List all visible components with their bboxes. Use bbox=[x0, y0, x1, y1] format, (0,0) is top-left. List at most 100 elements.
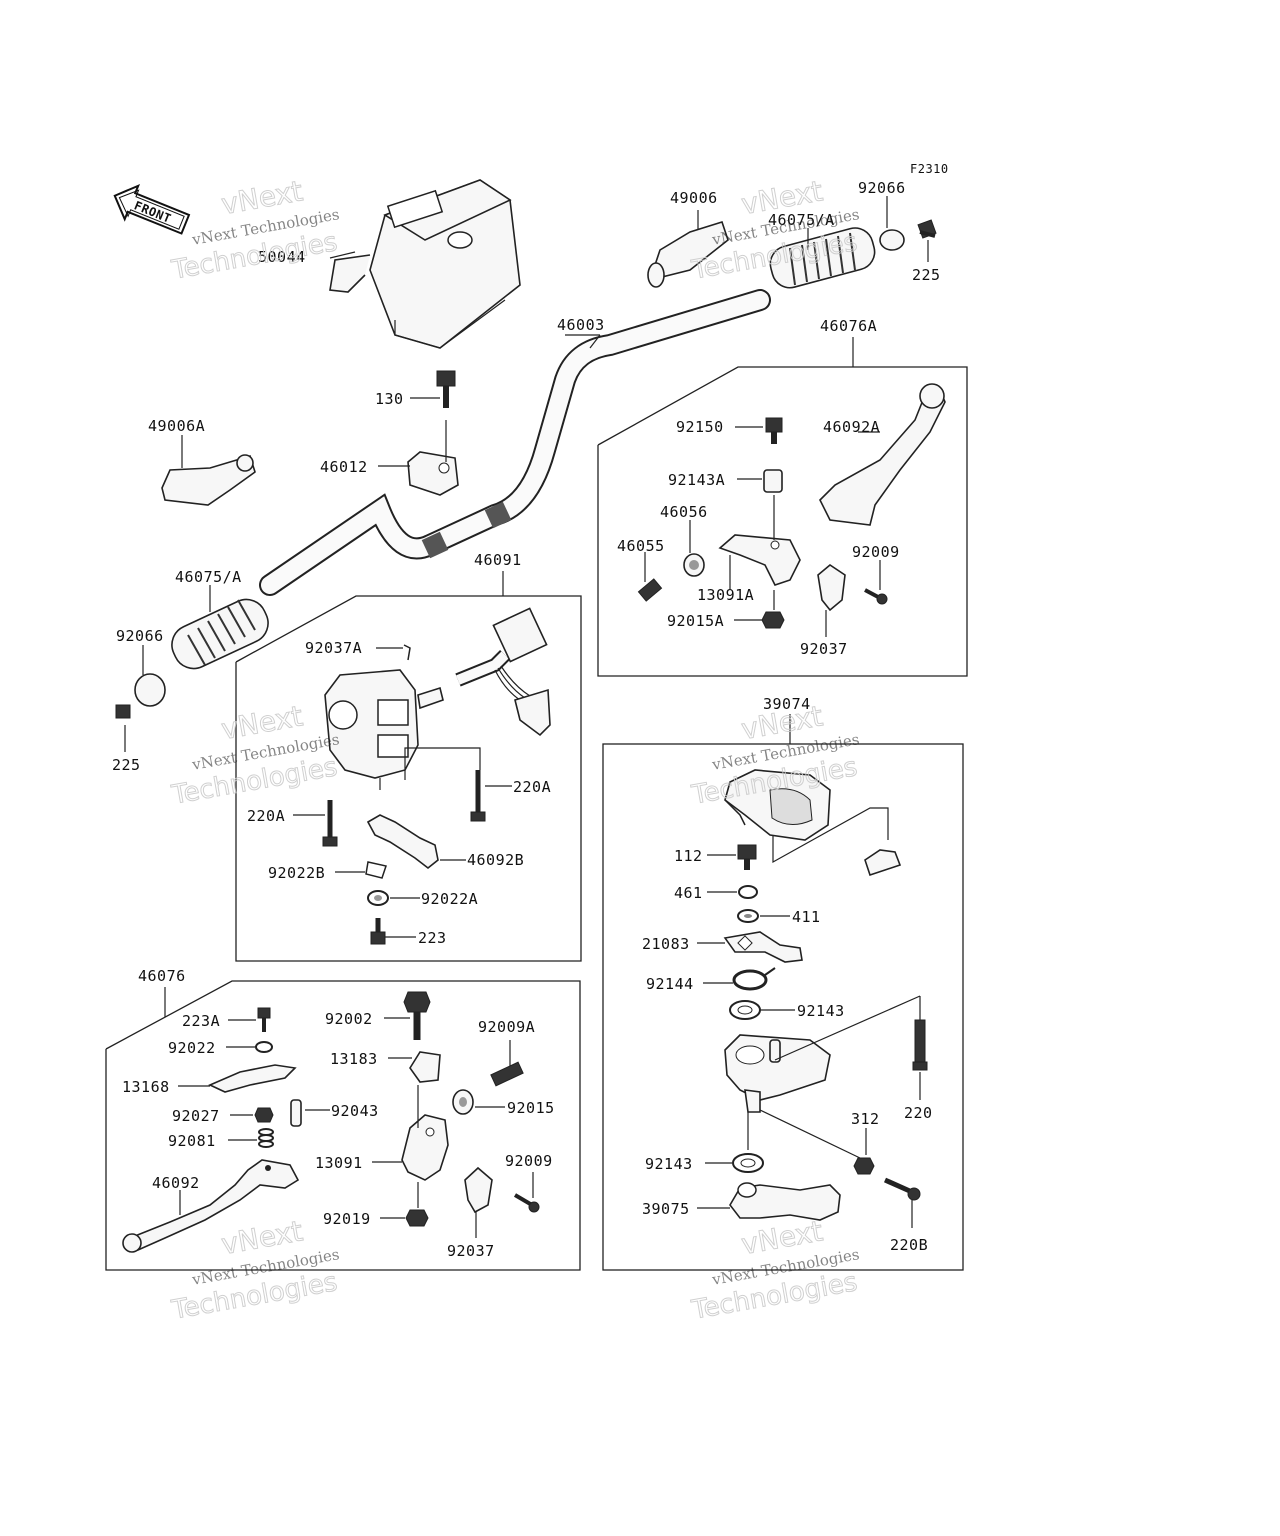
handlebar-cover-50044 bbox=[329, 179, 521, 349]
label-225-top: 225 bbox=[912, 266, 941, 284]
label-92019: 92019 bbox=[323, 1210, 371, 1228]
bracket-13183 bbox=[409, 1051, 441, 1083]
part-49006A bbox=[161, 454, 256, 506]
label-92002: 92002 bbox=[325, 1010, 373, 1028]
label-13168: 13168 bbox=[122, 1078, 170, 1096]
label-46055: 46055 bbox=[617, 537, 665, 555]
front-arrow-icon: FRONT bbox=[113, 183, 191, 235]
knob-92015 bbox=[452, 1089, 474, 1115]
seal-92143-a bbox=[729, 1000, 761, 1020]
bolt-92009-right bbox=[864, 588, 888, 605]
label-92022: 92022 bbox=[168, 1039, 216, 1057]
nut-92015A bbox=[761, 611, 785, 629]
label-39075: 39075 bbox=[642, 1200, 690, 1218]
label-461: 461 bbox=[674, 884, 703, 902]
label-46012: 46012 bbox=[320, 458, 368, 476]
label-13091: 13091 bbox=[315, 1154, 363, 1172]
box-46076A bbox=[597, 366, 968, 677]
plate-21083 bbox=[723, 931, 803, 963]
bolt-92150 bbox=[765, 417, 783, 444]
spring-92081 bbox=[258, 1128, 274, 1148]
label-46075-left: 46075/A bbox=[175, 568, 242, 586]
clip-part bbox=[864, 849, 902, 877]
end-cap-92066-top bbox=[879, 229, 905, 251]
label-92009A: 92009A bbox=[478, 1018, 535, 1036]
label-225-left: 225 bbox=[112, 756, 141, 774]
adjuster-92009A bbox=[490, 1061, 524, 1087]
label-46056: 46056 bbox=[660, 503, 708, 521]
label-220A-left: 220A bbox=[247, 807, 285, 825]
bolt-92009-bottom bbox=[513, 1193, 540, 1213]
label-46092B: 46092B bbox=[467, 851, 524, 869]
bolt-223A bbox=[257, 1007, 271, 1032]
bracket-13168 bbox=[208, 1064, 297, 1093]
label-46076: 46076 bbox=[138, 967, 186, 985]
clamp-92037-bottom bbox=[464, 1166, 493, 1214]
wire-92037A bbox=[403, 644, 411, 661]
screw-220B bbox=[883, 1177, 921, 1201]
label-92143-a: 92143 bbox=[797, 1002, 845, 1020]
label-92009-right: 92009 bbox=[852, 543, 900, 561]
label-92009-bottom: 92009 bbox=[505, 1152, 553, 1170]
box-46076 bbox=[105, 980, 581, 1271]
label-46075-top: 46075/A bbox=[768, 211, 835, 229]
label-220A-right: 220A bbox=[513, 778, 551, 796]
label-21083: 21083 bbox=[642, 935, 690, 953]
end-cap-92066-left bbox=[134, 673, 166, 707]
screw-220A-left bbox=[322, 800, 338, 847]
switch-housing-46091 bbox=[324, 669, 444, 779]
spring-92144 bbox=[732, 967, 776, 991]
part-49006 bbox=[647, 221, 729, 288]
label-92022A: 92022A bbox=[421, 890, 478, 908]
clamp-92037-right bbox=[817, 564, 846, 612]
cover-39074 bbox=[724, 769, 831, 841]
label-92066-top: 92066 bbox=[858, 179, 906, 197]
box-39074 bbox=[602, 743, 964, 1271]
seal-92143-b bbox=[732, 1153, 764, 1173]
washer-92022 bbox=[255, 1041, 273, 1053]
bolt-225-left bbox=[115, 704, 131, 719]
knob-46056 bbox=[683, 553, 705, 577]
bolt-223 bbox=[370, 918, 386, 945]
washer-92022B bbox=[365, 861, 387, 879]
label-49006A: 49006A bbox=[148, 417, 205, 435]
label-92015: 92015 bbox=[507, 1099, 555, 1117]
label-46003: 46003 bbox=[557, 316, 605, 334]
label-92022B: 92022B bbox=[268, 864, 325, 882]
label-130: 130 bbox=[375, 390, 404, 408]
screw-220A-right bbox=[470, 770, 486, 822]
holder-46012 bbox=[407, 451, 459, 496]
washer-411 bbox=[737, 909, 759, 923]
nut-92019 bbox=[405, 1209, 429, 1227]
screw-220 bbox=[912, 1019, 928, 1071]
label-92081: 92081 bbox=[168, 1132, 216, 1150]
pin-92043 bbox=[290, 1099, 302, 1127]
label-223: 223 bbox=[418, 929, 447, 947]
adjuster-46055 bbox=[637, 578, 663, 602]
label-92027: 92027 bbox=[172, 1107, 220, 1125]
label-46092A: 46092A bbox=[823, 418, 880, 436]
label-50044: 50044 bbox=[258, 248, 306, 266]
label-92037-bottom: 92037 bbox=[447, 1242, 495, 1260]
holder-13091 bbox=[401, 1114, 449, 1181]
label-92037A: 92037A bbox=[305, 639, 362, 657]
label-46091: 46091 bbox=[474, 551, 522, 569]
label-13091A: 13091A bbox=[697, 586, 754, 604]
nut-312 bbox=[853, 1157, 875, 1175]
label-92015A: 92015A bbox=[667, 612, 724, 630]
label-92150: 92150 bbox=[676, 418, 724, 436]
label-92143-b: 92143 bbox=[645, 1155, 693, 1173]
lever-46092B bbox=[366, 814, 439, 870]
label-312: 312 bbox=[851, 1110, 880, 1128]
label-223A: 223A bbox=[182, 1012, 220, 1030]
collar-92143A bbox=[763, 469, 783, 493]
label-49006: 49006 bbox=[670, 189, 718, 207]
label-46076A: 46076A bbox=[820, 317, 877, 335]
label-46092: 46092 bbox=[152, 1174, 200, 1192]
lever-46092A bbox=[819, 383, 946, 526]
label-112: 112 bbox=[674, 847, 703, 865]
label-220: 220 bbox=[904, 1104, 933, 1122]
label-92143A: 92143A bbox=[668, 471, 725, 489]
bolt-112 bbox=[737, 844, 757, 870]
